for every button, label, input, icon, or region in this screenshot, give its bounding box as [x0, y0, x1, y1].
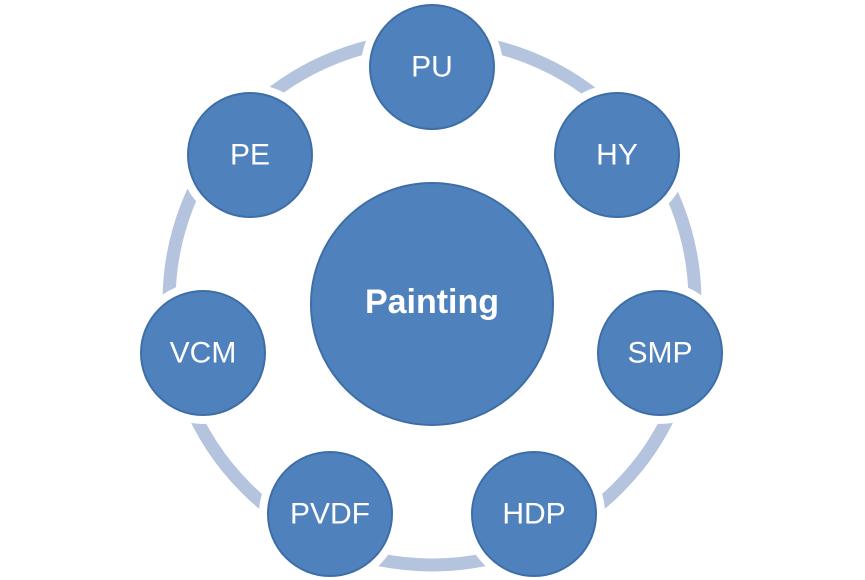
node-vcm: VCM [140, 290, 266, 416]
node-smp: SMP [597, 290, 723, 416]
node-pu-label: PU [411, 51, 453, 84]
node-hy-circle [554, 92, 680, 218]
node-pu: PU [369, 4, 495, 130]
node-pe-label: PE [230, 139, 270, 172]
node-pvdf-label: PVDF [290, 498, 370, 531]
center-node-label: Painting [365, 283, 499, 321]
node-pvdf: PVDF [267, 451, 393, 577]
center-node: Painting [310, 182, 554, 426]
node-vcm-circle [140, 290, 266, 416]
node-smp-circle [597, 290, 723, 416]
node-hdp-label: HDP [502, 498, 565, 531]
node-hdp-circle [471, 451, 597, 577]
node-hdp: HDP [471, 451, 597, 577]
node-smp-label: SMP [627, 337, 692, 370]
node-pvdf-circle [267, 451, 393, 577]
center-node-circle [310, 182, 554, 426]
node-vcm-label: VCM [170, 337, 237, 370]
node-pe-circle [187, 92, 313, 218]
node-hy-label: HY [596, 139, 638, 172]
node-pe: PE [187, 92, 313, 218]
outer-nodes: PU HY SMP HDP PVDF VCM PE [140, 4, 723, 577]
node-pu-circle [369, 4, 495, 130]
node-hy: HY [554, 92, 680, 218]
